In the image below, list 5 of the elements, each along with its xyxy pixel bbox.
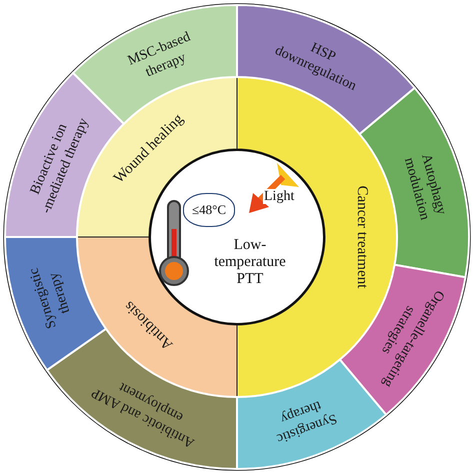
center-label: Low- temperature PTT xyxy=(213,237,287,288)
sector-label: Autophagy modulation xyxy=(401,152,449,222)
light-label: Light xyxy=(263,189,296,204)
sector-label: Cancer treatment xyxy=(354,186,370,288)
speech-bubble: ≤48°C xyxy=(183,193,235,227)
